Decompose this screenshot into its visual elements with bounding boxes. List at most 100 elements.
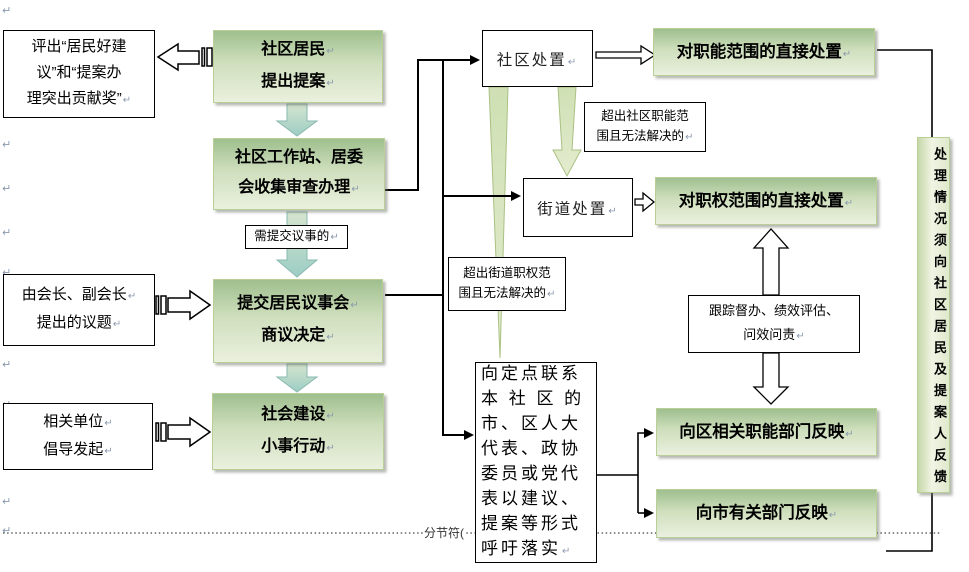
paragraph-mark: ↵	[104, 445, 113, 457]
resident-line2: 提出提案	[261, 72, 326, 90]
paragraph-mark: ↵	[351, 184, 360, 195]
paragraph-mark: ↵	[2, 139, 12, 151]
paragraph-mark: ↵	[2, 267, 12, 279]
paragraph-mark: ↵	[127, 291, 137, 302]
community-to-delegate-arrow	[488, 86, 509, 359]
paragraph-mark: ↵	[350, 300, 359, 311]
org-arrow-stripe	[160, 422, 167, 442]
arrowhead-district	[644, 428, 654, 438]
council-box: 提交居民议事会↵ 商议决定↵	[213, 279, 383, 363]
over-community-label: 超出社区职能范 围且无法解决的↵	[584, 102, 706, 152]
org-box: 相关单位↵ 倡导发起↵	[3, 403, 153, 470]
chairman-line2: 提出的议题	[36, 314, 112, 331]
paragraph-mark: ↵	[104, 417, 113, 429]
community-to-function-arrow	[595, 44, 657, 66]
paragraph-mark: ↵	[796, 331, 805, 342]
paragraph-mark: ↵	[326, 45, 335, 57]
council-line1: 提交居民议事会	[237, 295, 350, 312]
paragraph-mark: ↵	[330, 232, 339, 243]
chairman-arrow-stripe	[155, 295, 160, 315]
paragraph-mark: ↵	[2, 525, 12, 537]
paragraph-mark: ↵	[2, 183, 12, 195]
community-handle-text: 社区处置	[496, 51, 567, 69]
council-line2: 商议决定	[261, 327, 326, 344]
report-fork-line	[637, 432, 645, 513]
paragraph-mark: ↵	[122, 95, 132, 106]
action-line1: 社会建设	[261, 405, 326, 423]
paragraph-mark: ↵	[2, 5, 12, 17]
over-street-text: 超出街道职权范 围且无法解决的	[458, 266, 551, 300]
paragraph-mark: ↵	[845, 428, 854, 440]
street-to-authority-arrow	[634, 191, 656, 213]
arrowhead-delegate	[464, 430, 474, 440]
workstation-to-community-line	[385, 59, 471, 191]
chairman-line1: 由会长、副会长	[21, 286, 127, 303]
paragraph-mark: ↵	[562, 546, 574, 557]
direct-function-box: 对职能范围的直接处置↵	[653, 28, 875, 76]
resident-proposal-box: 社区居民↵ 提出提案↵	[213, 30, 383, 103]
chairman-arrow-stripe	[160, 295, 167, 315]
paragraph-mark: ↵	[828, 510, 838, 522]
community-to-street-arrow	[552, 86, 582, 178]
paragraph-mark: ↵	[326, 442, 335, 454]
workstation-line1: 社区工作站、居委	[234, 149, 363, 166]
direct-authority-box: 对职权范围的直接处置↵	[655, 177, 877, 225]
street-handle-text: 街道处置	[537, 200, 608, 218]
track-box: 跟踪督办、绩效评估、 问效问责↵	[688, 295, 860, 353]
track-line1: 跟踪督办、绩效评估、	[708, 303, 839, 318]
feedback-box: 处理情况须向社区居民及提案人反馈	[917, 137, 950, 493]
award-box: 评出“居民好建 议”和“提案办 理突出贡献奖”↵	[3, 30, 155, 118]
paragraph-mark: ↵	[326, 410, 335, 422]
section-break-label: 分节符(	[423, 526, 465, 540]
city-report-text: 向市有关部门反映	[695, 504, 828, 523]
paragraph-mark: ↵	[567, 56, 579, 68]
track-line2: 问效问责	[743, 327, 796, 342]
district-report-box: 向区相关职能部门反映↵	[656, 408, 877, 456]
workstation-line2: 会收集审查办理	[238, 179, 351, 196]
resident-line1: 社区居民	[261, 40, 326, 58]
over-community-text: 超出社区职能范 围且无法解决的	[596, 109, 689, 143]
resident-to-workstation-arrow	[275, 103, 319, 137]
chairman-box: 由会长、副会长↵ 提出的议题↵	[3, 274, 155, 346]
arrowhead-community	[470, 55, 480, 65]
paragraph-mark: ↵	[2, 227, 12, 239]
action-line2: 小事行动	[261, 437, 326, 455]
street-handle-box: 街道处置↵	[523, 178, 633, 237]
district-report-text: 向区相关职能部门反映	[679, 422, 845, 441]
need-submit-text: 需提交议事的	[254, 229, 330, 243]
award-arrow-stripe	[206, 47, 213, 67]
delegate-text: 向定点联系 本 社 区 的 市、区人大 代表、政协 委员或党代 表以建议、 提案…	[481, 364, 585, 558]
paragraph-mark: ↵	[2, 359, 12, 371]
paragraph-mark: ↵	[2, 496, 12, 508]
track-up-arrow	[752, 228, 790, 296]
paragraph-mark: ↵	[547, 289, 556, 300]
need-submit-label: 需提交议事的↵	[245, 225, 348, 249]
city-report-box: 向市有关部门反映↵	[656, 489, 877, 538]
org-to-action-arrow	[167, 416, 212, 448]
trunk-line	[442, 60, 465, 436]
arrowhead-street	[511, 191, 521, 201]
org-line1: 相关单位	[43, 412, 104, 430]
paragraph-mark: ↵	[685, 132, 694, 143]
workstation-box: 社区工作站、居委 会收集审查办理↵	[213, 138, 385, 210]
resident-to-award-arrow	[156, 42, 200, 72]
award-arrow-stripe	[201, 47, 206, 67]
direct-authority-text: 对职权范围的直接处置	[678, 191, 844, 210]
paragraph-mark: ↵	[326, 77, 335, 89]
chairman-to-council-arrow	[167, 289, 212, 321]
track-down-arrow	[752, 352, 790, 405]
feedback-text: 处理情况须向社区居民及提案人反馈	[932, 147, 947, 491]
direct-function-text: 对职能范围的直接处置	[676, 42, 842, 61]
community-handle-box: 社区处置↵	[482, 30, 593, 87]
action-box: 社会建设↵ 小事行动↵	[212, 393, 384, 470]
paragraph-mark: ↵	[842, 48, 852, 60]
paragraph-mark: ↵	[844, 197, 854, 209]
over-street-label: 超出街道职权范 围且无法解决的↵	[448, 257, 566, 311]
award-text: 评出“居民好建 议”和“提案办 理突出贡献奖”	[26, 38, 127, 107]
paragraph-mark: ↵	[112, 319, 122, 330]
paragraph-mark: ↵	[326, 332, 335, 343]
arrowhead-city	[644, 508, 654, 518]
delegate-box: 向定点联系 本 社 区 的 市、区人大 代表、政协 委员或党代 表以建议、 提案…	[475, 362, 597, 563]
